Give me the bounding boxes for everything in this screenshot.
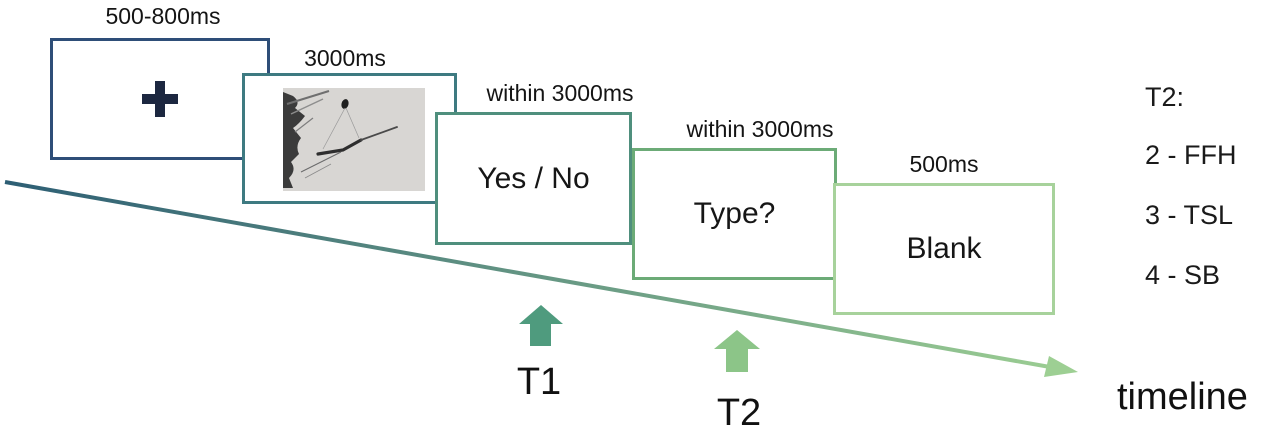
blank-text: Blank xyxy=(906,232,982,265)
stimulus-photo xyxy=(283,88,425,191)
stage-box-t1-question: Yes / No xyxy=(435,112,632,245)
t1-marker-arrow-icon xyxy=(519,305,563,346)
duration-label-blank: 500ms xyxy=(909,151,979,177)
legend-item-tsl: 3 - TSL xyxy=(1145,200,1234,230)
stage-box-picture xyxy=(242,73,457,204)
t2-marker-arrow-icon xyxy=(714,330,760,372)
t2-question-text: Type? xyxy=(693,197,776,230)
legend-title: T2: xyxy=(1145,82,1185,112)
stage-box-t2-question: Type? xyxy=(632,148,837,280)
stage-box-blank: Blank xyxy=(833,183,1055,315)
t2-legend: T2: 2 - FFH 3 - TSL 4 - SB xyxy=(1145,0,1274,433)
legend-item-ffh: 2 - FFH xyxy=(1145,140,1237,170)
t1-question-text: Yes / No xyxy=(477,161,590,195)
stage-box-fixation xyxy=(50,38,270,160)
t1-marker-label: T1 xyxy=(516,361,562,403)
duration-label-fixation: 500-800ms xyxy=(105,3,221,29)
duration-label-picture: 3000ms xyxy=(304,45,386,71)
duration-label-t1-question: within 3000ms xyxy=(486,80,634,106)
t2-marker-label: T2 xyxy=(716,392,762,433)
timeline-arrowhead-icon xyxy=(1044,356,1078,377)
fixation-cross-icon xyxy=(142,81,178,117)
timeline-label: timeline xyxy=(1117,376,1248,418)
legend-item-sb: 4 - SB xyxy=(1145,260,1221,290)
duration-label-t2-question: within 3000ms xyxy=(686,116,834,142)
